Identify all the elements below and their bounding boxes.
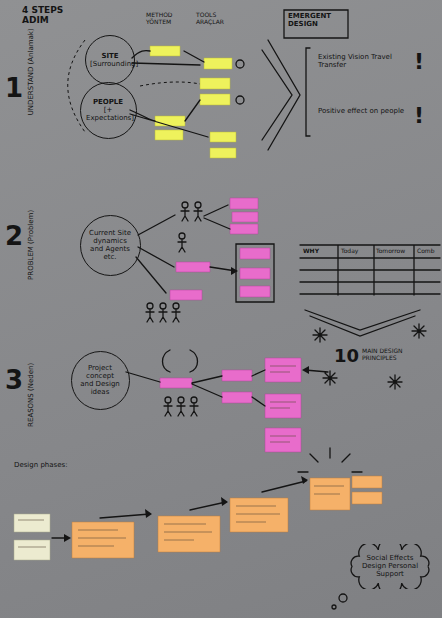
column-header: TOOLS ARAÇLAR xyxy=(196,12,240,25)
cloud-outline-path xyxy=(351,544,429,589)
mark: ! xyxy=(414,104,428,128)
dashed-lines xyxy=(68,40,200,132)
node-heading: SITE xyxy=(90,52,130,60)
node-heading: Current Site dynamics and Agents etc. xyxy=(88,229,132,261)
marker-lines xyxy=(52,10,440,609)
node-text: [Surrounding] xyxy=(90,60,130,68)
big-number: 10 xyxy=(334,346,362,366)
note: Positive effect on people xyxy=(318,108,406,116)
thought-cloud: Social Effects Design Personal Support xyxy=(347,544,433,589)
step-name: PROBLEM (Problem) xyxy=(28,185,36,305)
column-header: METHOD YÖNTEM xyxy=(146,12,190,25)
cream-sticky-notes xyxy=(14,514,50,560)
column-header: EMERGENT DESIGN xyxy=(288,13,344,28)
table-cell: Comb xyxy=(417,248,439,255)
table-cell: WHY xyxy=(303,248,337,255)
node-text: [+ Expectations] xyxy=(86,106,130,122)
circle-node: PEOPLE[+ Expectations] xyxy=(80,82,137,139)
step-number: 3 xyxy=(5,366,23,395)
table-cell: Tomorrow xyxy=(376,248,413,255)
node-heading: Project concept and Design ideas xyxy=(79,364,121,396)
mark: ! xyxy=(414,50,428,74)
yellow-sticky-notes xyxy=(150,46,236,158)
step-number: 2 xyxy=(5,222,23,251)
pink-sticky-notes xyxy=(160,198,301,452)
sticky-writing xyxy=(18,366,344,547)
circle-node: Project concept and Design ideas xyxy=(71,351,130,410)
step-name: UNDERSTAND (Anlamak) xyxy=(28,12,36,132)
circle-node: Current Site dynamics and Agents etc. xyxy=(80,215,141,276)
step-name: REASONS (Neden) xyxy=(28,340,36,450)
section-label: Design phases: xyxy=(14,462,94,470)
node-heading: PEOPLE xyxy=(86,98,130,106)
note: Existing Vision Travel Transfer xyxy=(318,54,406,69)
principles-label: MAIN DESIGN PRINCIPLES xyxy=(362,348,412,361)
table-cell: Today xyxy=(341,248,373,255)
circle-node: SITE[Surrounding] xyxy=(85,35,135,85)
step-number: 1 xyxy=(5,74,23,103)
board-title: 4 STEPS ADIM xyxy=(22,6,78,26)
arrowheads xyxy=(64,267,309,542)
node-heading: Social Effects Design Personal Support xyxy=(358,554,422,578)
